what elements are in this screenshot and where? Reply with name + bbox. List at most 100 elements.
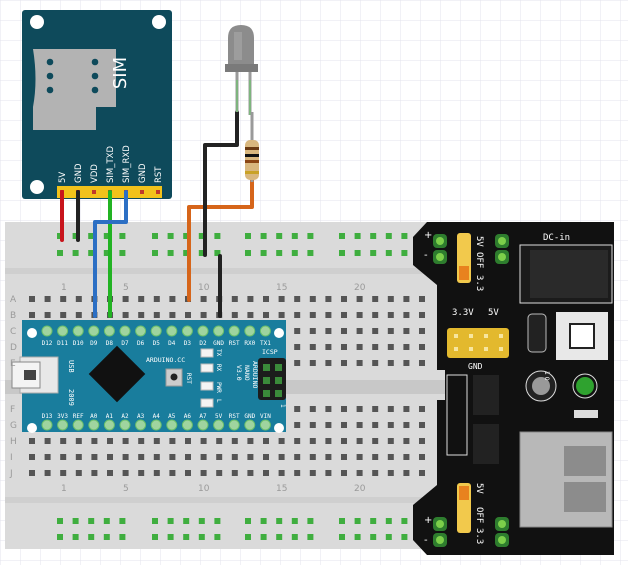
breadboard-hole[interactable]: [198, 250, 205, 256]
breadboard-hole[interactable]: [231, 470, 238, 476]
breadboard-hole[interactable]: [370, 233, 377, 239]
breadboard-hole[interactable]: [356, 454, 363, 460]
icsp-pin[interactable]: [263, 390, 270, 397]
breadboard-hole[interactable]: [29, 312, 35, 318]
icsp-pin[interactable]: [263, 364, 270, 371]
breadboard-hole[interactable]: [401, 518, 408, 524]
icsp-pin[interactable]: [275, 390, 282, 397]
breadboard-hole[interactable]: [91, 438, 98, 444]
breadboard-hole[interactable]: [60, 470, 67, 476]
breadboard-hole[interactable]: [294, 438, 301, 444]
sim-header-pin[interactable]: [92, 190, 96, 194]
breadboard-hole[interactable]: [122, 312, 129, 318]
breadboard-hole[interactable]: [341, 312, 347, 318]
breadboard-hole[interactable]: [387, 406, 394, 412]
breadboard-hole[interactable]: [419, 360, 425, 366]
breadboard-hole[interactable]: [200, 454, 207, 460]
breadboard-hole[interactable]: [339, 518, 345, 524]
breadboard-hole[interactable]: [200, 470, 207, 476]
breadboard-hole[interactable]: [183, 233, 190, 239]
breadboard-hole[interactable]: [325, 328, 332, 334]
breadboard-hole[interactable]: [44, 470, 51, 476]
breadboard-hole[interactable]: [153, 312, 160, 318]
breadboard-hole[interactable]: [341, 406, 347, 412]
pin-header[interactable]: [213, 419, 225, 431]
breadboard-hole[interactable]: [200, 438, 207, 444]
breadboard-hole[interactable]: [419, 344, 425, 350]
breadboard-hole[interactable]: [356, 328, 363, 334]
breadboard-hole[interactable]: [260, 250, 267, 256]
header-pin[interactable]: [469, 347, 473, 351]
breadboard-hole[interactable]: [103, 534, 110, 540]
breadboard-hole[interactable]: [260, 518, 267, 524]
wires[interactable]: [60, 110, 254, 318]
breadboard-hole[interactable]: [325, 312, 332, 318]
breadboard-hole[interactable]: [401, 250, 408, 256]
resistor[interactable]: [245, 112, 259, 182]
breadboard-hole[interactable]: [263, 296, 269, 302]
breadboard-hole[interactable]: [276, 534, 283, 540]
breadboard-hole[interactable]: [75, 454, 82, 460]
breadboard-hole[interactable]: [403, 344, 410, 350]
breadboard-hole[interactable]: [294, 296, 301, 302]
wire-led-black[interactable]: [203, 110, 239, 257]
breadboard-hole[interactable]: [403, 454, 410, 460]
pin-header[interactable]: [228, 419, 240, 431]
breadboard-hole[interactable]: [401, 534, 408, 540]
breadboard-hole[interactable]: [60, 438, 67, 444]
breadboard-hole[interactable]: [200, 312, 207, 318]
breadboard-hole[interactable]: [325, 454, 332, 460]
breadboard-hole[interactable]: [372, 454, 379, 460]
breadboard-hole[interactable]: [372, 328, 379, 334]
breadboard-hole[interactable]: [403, 422, 410, 428]
breadboard-hole[interactable]: [245, 534, 251, 540]
breadboard-hole[interactable]: [341, 422, 347, 428]
breadboard-hole[interactable]: [387, 296, 394, 302]
header-pin[interactable]: [499, 334, 503, 338]
breadboard-hole[interactable]: [356, 360, 363, 366]
breadboard-hole[interactable]: [325, 470, 332, 476]
breadboard-hole[interactable]: [419, 454, 425, 460]
breadboard-hole[interactable]: [419, 470, 425, 476]
breadboard-hole[interactable]: [185, 312, 191, 318]
breadboard-hole[interactable]: [294, 422, 301, 428]
breadboard-hole[interactable]: [372, 406, 379, 412]
jumper-cap-top[interactable]: [459, 266, 469, 280]
pin-header[interactable]: [228, 325, 240, 337]
breadboard-hole[interactable]: [119, 250, 126, 256]
breadboard-hole[interactable]: [370, 250, 377, 256]
breadboard-hole[interactable]: [370, 534, 377, 540]
breadboard-hole[interactable]: [294, 328, 301, 334]
breadboard-hole[interactable]: [245, 233, 251, 239]
breadboard-hole[interactable]: [419, 406, 425, 412]
led[interactable]: [225, 25, 258, 115]
breadboard-hole[interactable]: [122, 454, 129, 460]
breadboard-hole[interactable]: [247, 470, 254, 476]
header-pin[interactable]: [484, 334, 488, 338]
breadboard-hole[interactable]: [103, 518, 110, 524]
breadboard-hole[interactable]: [294, 406, 301, 412]
breadboard-hole[interactable]: [29, 454, 35, 460]
breadboard-hole[interactable]: [385, 233, 392, 239]
breadboard-hole[interactable]: [339, 233, 345, 239]
pin-header[interactable]: [103, 325, 115, 337]
pin-header[interactable]: [197, 325, 209, 337]
breadboard-hole[interactable]: [44, 438, 51, 444]
pin-header[interactable]: [135, 419, 147, 431]
breadboard-hole[interactable]: [153, 296, 160, 302]
pin-header[interactable]: [72, 325, 84, 337]
breadboard-hole[interactable]: [325, 344, 332, 350]
breadboard-hole[interactable]: [72, 250, 79, 256]
breadboard-hole[interactable]: [276, 233, 283, 239]
voltage-output-header[interactable]: [447, 328, 509, 358]
breadboard-hole[interactable]: [88, 518, 95, 524]
breadboard-hole[interactable]: [356, 312, 363, 318]
breadboard-hole[interactable]: [29, 438, 35, 444]
breadboard-hole[interactable]: [325, 406, 332, 412]
pin-header[interactable]: [244, 325, 256, 337]
breadboard-hole[interactable]: [325, 360, 332, 366]
breadboard-hole[interactable]: [263, 470, 269, 476]
breadboard-hole[interactable]: [294, 344, 301, 350]
pin-header[interactable]: [103, 419, 115, 431]
